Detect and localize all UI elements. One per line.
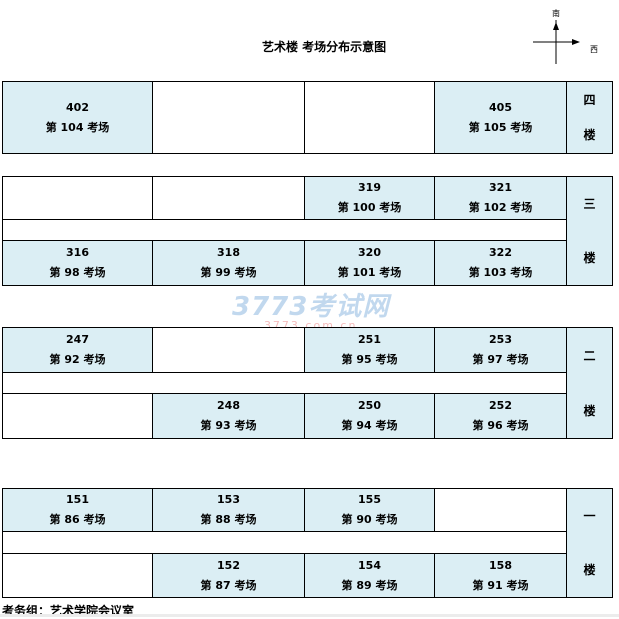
room-number: 152 — [217, 558, 240, 572]
exam-room-cell: 250 第 94 考场 — [304, 393, 435, 439]
exam-room-cell: 155 第 90 考场 — [304, 488, 435, 532]
exam-room-cell: 405 第 105 考场 — [434, 81, 567, 154]
exam-number: 第 100 考场 — [337, 201, 402, 214]
exam-number: 第 95 考场 — [341, 353, 398, 366]
room-number: 248 — [217, 399, 240, 412]
room-number: 321 — [489, 181, 512, 194]
room-number: 320 — [358, 246, 381, 259]
floor-label: 三楼 — [566, 176, 613, 286]
exam-room-cell: 322 第 103 考场 — [434, 240, 567, 286]
room-number: 402 — [66, 100, 89, 114]
room-number: 153 — [217, 493, 240, 506]
room-number: 253 — [489, 333, 512, 346]
floor-suffix: 楼 — [583, 251, 596, 265]
exam-number: 第 99 考场 — [200, 266, 257, 279]
empty-room-cell — [152, 176, 305, 220]
empty-room-cell — [152, 81, 305, 154]
exam-room-cell: 320 第 101 考场 — [304, 240, 435, 286]
exam-number: 第 103 考场 — [468, 266, 533, 279]
exam-number: 第 91 考场 — [472, 578, 529, 592]
floor-label: 四楼 — [566, 81, 613, 154]
floor-suffix: 楼 — [583, 128, 596, 143]
exam-number: 第 97 考场 — [472, 353, 529, 366]
compass-arrows-icon — [533, 20, 580, 64]
exam-room-cell: 253 第 97 考场 — [434, 327, 567, 373]
exam-room-cell: 154 第 89 考场 — [304, 553, 435, 598]
exam-number: 第 102 考场 — [468, 201, 533, 214]
room-number: 322 — [489, 246, 512, 259]
corridor — [2, 531, 567, 554]
empty-room-cell — [2, 553, 153, 598]
empty-room-cell — [434, 488, 567, 532]
exam-room-cell: 318 第 99 考场 — [152, 240, 305, 286]
bottom-bar — [0, 614, 619, 617]
room-number: 155 — [358, 493, 381, 506]
compass: 南 西 — [530, 8, 610, 68]
floor-label: 一楼 — [566, 488, 613, 598]
room-number: 405 — [489, 100, 512, 114]
watermark: 3773考试网 3773.com.cn — [232, 286, 389, 332]
exam-room-cell: 153 第 88 考场 — [152, 488, 305, 532]
floor-number: 四 — [583, 92, 596, 107]
floor-suffix: 楼 — [583, 403, 596, 418]
exam-number: 第 105 考场 — [468, 120, 533, 134]
exam-room-cell: 152 第 87 考场 — [152, 553, 305, 598]
empty-room-cell — [2, 393, 153, 439]
exam-number: 第 92 考场 — [49, 353, 106, 366]
exam-number: 第 86 考场 — [49, 513, 106, 526]
exam-number: 第 87 考场 — [200, 578, 257, 592]
corridor — [2, 219, 567, 241]
compass-west-label: 西 — [590, 45, 598, 54]
empty-room-cell — [304, 81, 435, 154]
floor-suffix: 楼 — [583, 563, 596, 577]
room-number: 251 — [358, 333, 381, 346]
exam-room-cell: 402 第 104 考场 — [2, 81, 153, 154]
exam-room-cell: 321 第 102 考场 — [434, 176, 567, 220]
empty-room-cell — [2, 176, 153, 220]
exam-number: 第 101 考场 — [337, 266, 402, 279]
corridor — [2, 372, 567, 394]
exam-number: 第 98 考场 — [49, 266, 106, 279]
exam-number: 第 88 考场 — [200, 513, 257, 526]
room-number: 250 — [358, 399, 381, 412]
room-number: 154 — [358, 558, 381, 572]
exam-number: 第 89 考场 — [341, 578, 398, 592]
page-title: 艺术楼 考场分布示意图 — [262, 40, 387, 54]
exam-number: 第 96 考场 — [472, 419, 529, 432]
room-number: 252 — [489, 399, 512, 412]
floor-label: 二楼 — [566, 327, 613, 439]
exam-room-cell: 158 第 91 考场 — [434, 553, 567, 598]
room-number: 247 — [66, 333, 89, 346]
room-number: 158 — [489, 558, 512, 572]
exam-room-cell: 316 第 98 考场 — [2, 240, 153, 286]
exam-room-cell: 247 第 92 考场 — [2, 327, 153, 373]
exam-number: 第 94 考场 — [341, 419, 398, 432]
exam-number: 第 90 考场 — [341, 513, 398, 526]
room-number: 318 — [217, 246, 240, 259]
watermark-logo: 3773考试网 — [232, 292, 390, 322]
exam-number: 第 104 考场 — [45, 120, 110, 134]
room-number: 151 — [66, 493, 89, 506]
exam-room-cell: 252 第 96 考场 — [434, 393, 567, 439]
exam-room-cell: 251 第 95 考场 — [304, 327, 435, 373]
floor-number: 一 — [583, 509, 596, 523]
exam-room-cell: 151 第 86 考场 — [2, 488, 153, 532]
empty-room-cell — [152, 327, 305, 373]
exam-room-cell: 319 第 100 考场 — [304, 176, 435, 220]
compass-south-label: 南 — [552, 9, 560, 18]
exam-room-cell: 248 第 93 考场 — [152, 393, 305, 439]
floor-number: 三 — [583, 197, 596, 211]
room-number: 319 — [358, 181, 381, 194]
floor-number: 二 — [583, 348, 596, 363]
exam-number: 第 93 考场 — [200, 419, 257, 432]
room-number: 316 — [66, 246, 89, 259]
